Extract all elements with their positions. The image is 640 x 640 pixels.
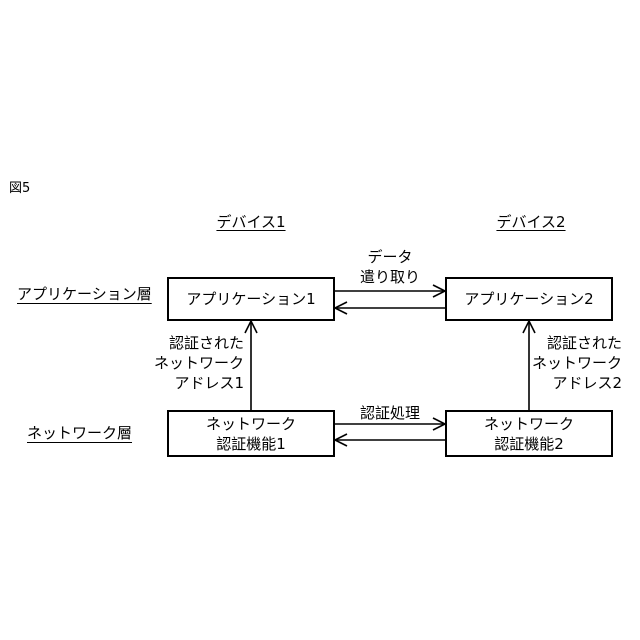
label-auth-addr2-line3: アドレス2 (552, 373, 622, 393)
label-data-exchange: データ 遣り取り (340, 247, 440, 287)
label-data-exchange-line1: データ (367, 247, 412, 267)
label-auth-addr1-line3: アドレス1 (174, 373, 244, 393)
label-auth-addr1: 認証された ネットワーク アドレス1 (130, 333, 244, 393)
label-auth-process: 認証処理 (340, 403, 440, 423)
label-auth-addr1-line2: ネットワーク (154, 353, 244, 373)
label-auth-addr2-line2: ネットワーク (532, 353, 622, 373)
label-auth-addr2: 認証された ネットワーク アドレス2 (508, 333, 622, 393)
label-data-exchange-line2: 遣り取り (360, 267, 420, 287)
label-auth-addr2-line1: 認証された (547, 333, 622, 353)
label-auth-addr1-line1: 認証された (169, 333, 244, 353)
